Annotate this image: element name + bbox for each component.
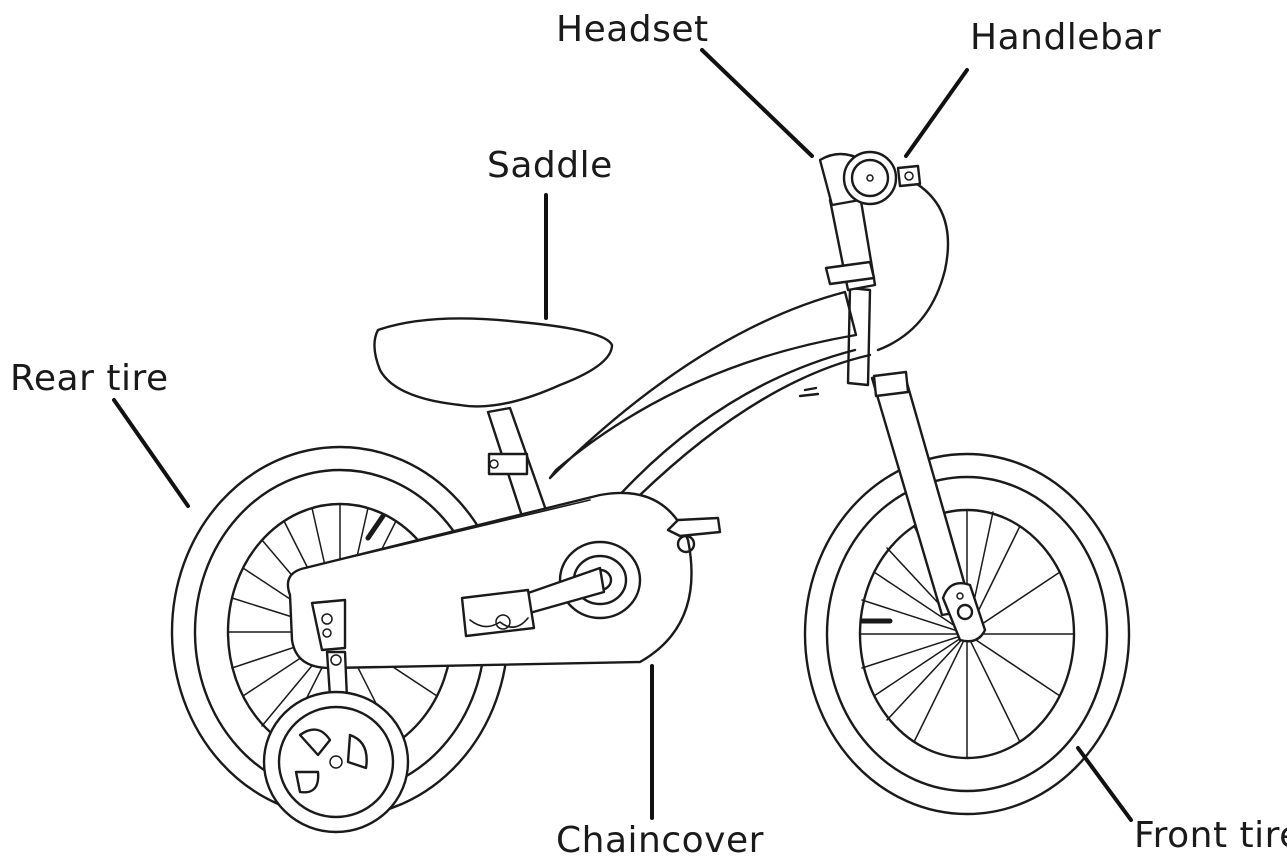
handlebar-curve [878, 175, 948, 350]
leader-handlebar [906, 70, 967, 156]
chaincover [288, 493, 720, 668]
fork-crown [874, 372, 908, 396]
label-handlebar: Handlebar [970, 20, 1161, 56]
training-wheel-tire [264, 692, 408, 832]
fork [872, 372, 985, 641]
label-rear-tire: Rear tire [10, 361, 169, 397]
leader-rear-tire [114, 400, 188, 506]
handlebar-grip-clamp [898, 166, 920, 186]
fork-dropout [943, 583, 985, 641]
top-tube [550, 292, 856, 478]
pedal-near [462, 590, 534, 636]
label-saddle: Saddle [487, 148, 613, 184]
pedal-far [668, 518, 720, 536]
label-front-tire: Front tire [1134, 818, 1287, 854]
leader-lines [114, 50, 1131, 820]
fork-blade [872, 376, 972, 615]
leader-front-tire [1078, 748, 1131, 820]
brake-cable-guide [800, 388, 818, 396]
seat-clamp [489, 454, 527, 474]
saddle [374, 318, 612, 406]
saddle-seat [374, 318, 612, 406]
leader-headset [702, 50, 812, 156]
label-chaincover: Chaincover [556, 823, 764, 859]
label-headset: Headset [556, 12, 709, 48]
rear-reflector [368, 516, 383, 538]
